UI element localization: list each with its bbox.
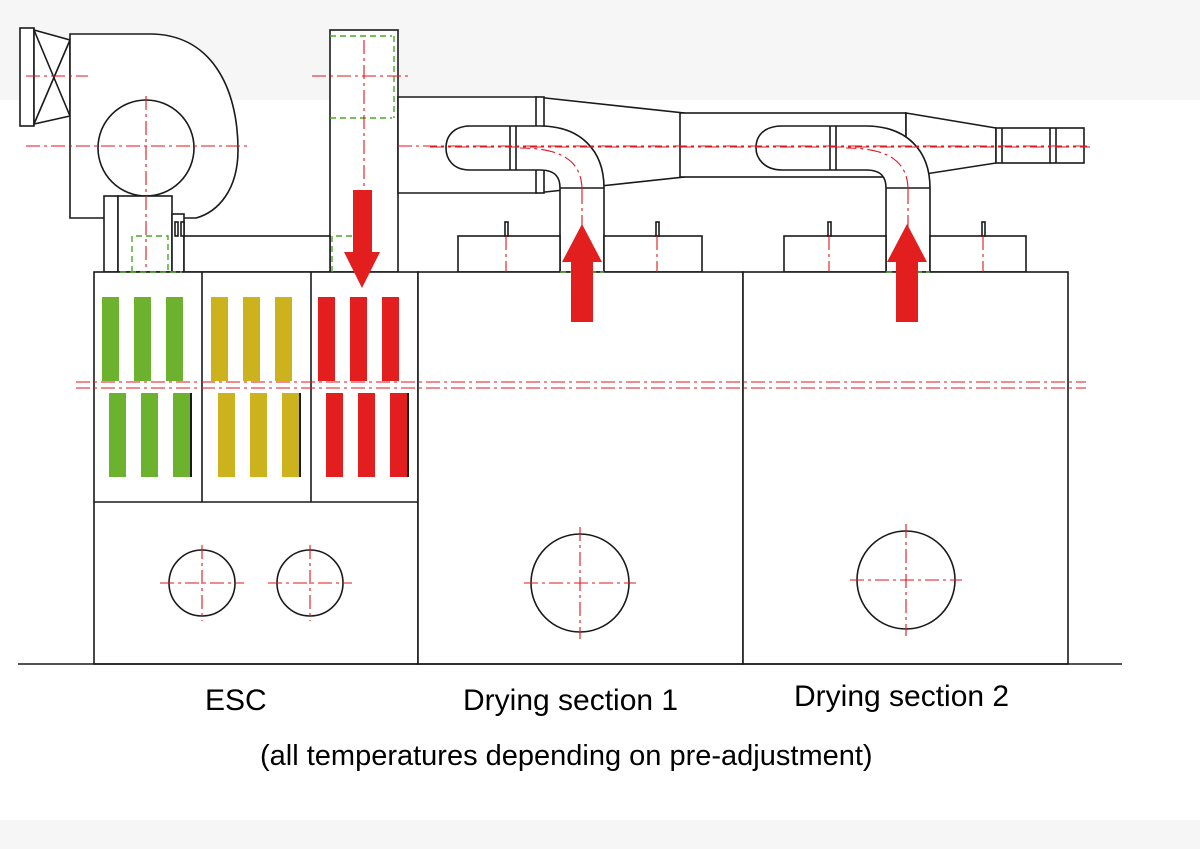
fan-inlet-flange: [19, 27, 35, 127]
heater-elements-zone-1: [102, 297, 190, 477]
drying-plenums: [174, 221, 1027, 273]
elbow-duct-1: [445, 125, 605, 273]
label-drying-section-1: Drying section 1: [463, 684, 679, 717]
heater-elements-zone-2: [211, 297, 299, 477]
heater-elements-zone-3: [318, 297, 407, 477]
label-esc: ESC: [205, 684, 267, 717]
caption: (all temperatures depending on pre-adjus…: [260, 740, 873, 772]
arrow-up-drying-2: [887, 224, 927, 322]
fan-outlet: [103, 195, 119, 273]
arrow-down-esc: [344, 190, 380, 288]
flow-arrows: [344, 190, 927, 322]
heater-shadow: [190, 393, 409, 477]
background-band-bottom: [0, 820, 1200, 849]
label-drying-section-2: Drying section 2: [794, 680, 1010, 713]
arrow-up-drying-1: [562, 224, 602, 322]
connecting-pipe: [183, 235, 331, 273]
